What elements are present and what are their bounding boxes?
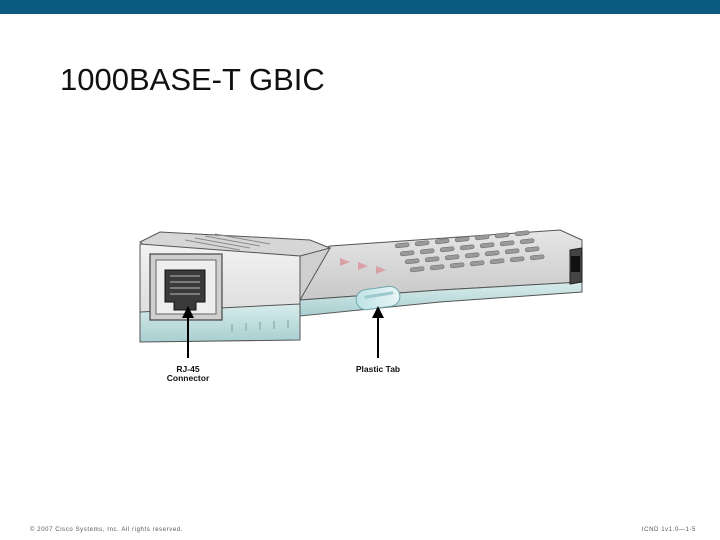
course-page-number: ICND 1v1.0—1-5 [641, 527, 696, 533]
rj45-label-line1: RJ-45 [176, 364, 200, 374]
plastic-tab [355, 285, 401, 311]
copyright-notice: © 2007 Cisco Systems, Inc. All rights re… [30, 527, 184, 533]
plastic-tab-arrow [372, 306, 384, 358]
header-bar [0, 0, 720, 14]
rj45-label-line2: Connector [166, 373, 210, 383]
rj45-arrow [182, 306, 194, 358]
rj45-port [149, 253, 223, 321]
plastic-tab-label: Plastic Tab [355, 364, 401, 374]
rj45-connector-label: RJ-45 Connector [158, 365, 218, 383]
slide-title: 1000BASE-T GBIC [60, 62, 325, 97]
gbic-body [294, 229, 583, 317]
